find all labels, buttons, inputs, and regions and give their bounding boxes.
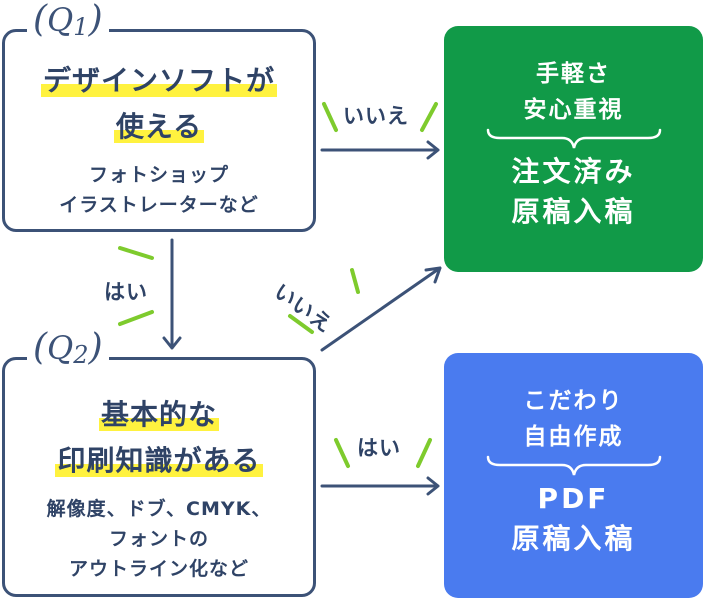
brace-icon xyxy=(486,128,661,149)
question-1-sub-line1: フォトショップ xyxy=(88,164,229,186)
edge-label-q1-no: いいえ xyxy=(343,104,409,128)
question-1-box: (Q1) デザインソフトが 使える フォトショップ イラストレーターなど xyxy=(2,2,316,232)
arrow-q1-no xyxy=(320,140,440,160)
accent-dash xyxy=(334,438,350,468)
question-2-sub-line3: アウトライン化など xyxy=(68,558,249,580)
question-2-title-line1: 基本的な xyxy=(98,398,219,431)
accent-dash xyxy=(288,314,314,334)
accent-dash xyxy=(416,438,432,468)
accent-dash xyxy=(118,246,154,260)
question-2-title-line2: 印刷知識がある xyxy=(55,444,263,477)
question-1-title-line2: 使える xyxy=(113,110,205,143)
question-1-subtitle: フォトショップ イラストレーターなど xyxy=(5,160,313,220)
accent-dash xyxy=(420,102,438,132)
question-2-label: (Q2) xyxy=(27,330,109,367)
arrow-q2-yes xyxy=(320,476,440,496)
edge-label-q1-yes: はい xyxy=(104,280,148,304)
accent-dash xyxy=(350,268,360,294)
arrow-q1-yes xyxy=(162,238,182,350)
accent-dash xyxy=(322,102,338,132)
question-1-sub-line2: イラストレーターなど xyxy=(59,194,259,216)
question-1-title-line1: デザインソフトが xyxy=(40,64,277,97)
accent-dash xyxy=(118,310,154,326)
brace-icon xyxy=(486,455,661,476)
question-1-title: デザインソフトが 使える xyxy=(5,58,313,150)
question-2-subtitle: 解像度、ドブ、CMYK、 フォントの アウトライン化など xyxy=(5,494,313,584)
result-blue-top: こだわり 自由作成 xyxy=(523,388,624,450)
question-2-box: (Q2) 基本的な 印刷知識がある 解像度、ドブ、CMYK、 フォントの アウト… xyxy=(2,330,316,597)
question-2-title: 基本的な 印刷知識がある xyxy=(5,392,313,484)
result-blue-box: こだわり 自由作成 PDF 原稿入稿 xyxy=(444,353,703,598)
question-2-sub-line1: 解像度、ドブ、CMYK、 xyxy=(46,498,272,520)
result-blue-bottom: PDF 原稿入稿 xyxy=(511,482,636,555)
question-1-label: (Q1) xyxy=(27,2,109,39)
result-green-box: 手軽さ 安心重視 注文済み 原稿入稿 xyxy=(444,26,703,272)
arrow-q2-no xyxy=(320,266,442,352)
question-2-sub-line2: フォントの xyxy=(108,528,209,550)
result-green-top: 手軽さ 安心重視 xyxy=(523,61,624,123)
edge-label-q2-yes: はい xyxy=(357,436,401,460)
result-green-bottom: 注文済み 原稿入稿 xyxy=(511,155,636,228)
